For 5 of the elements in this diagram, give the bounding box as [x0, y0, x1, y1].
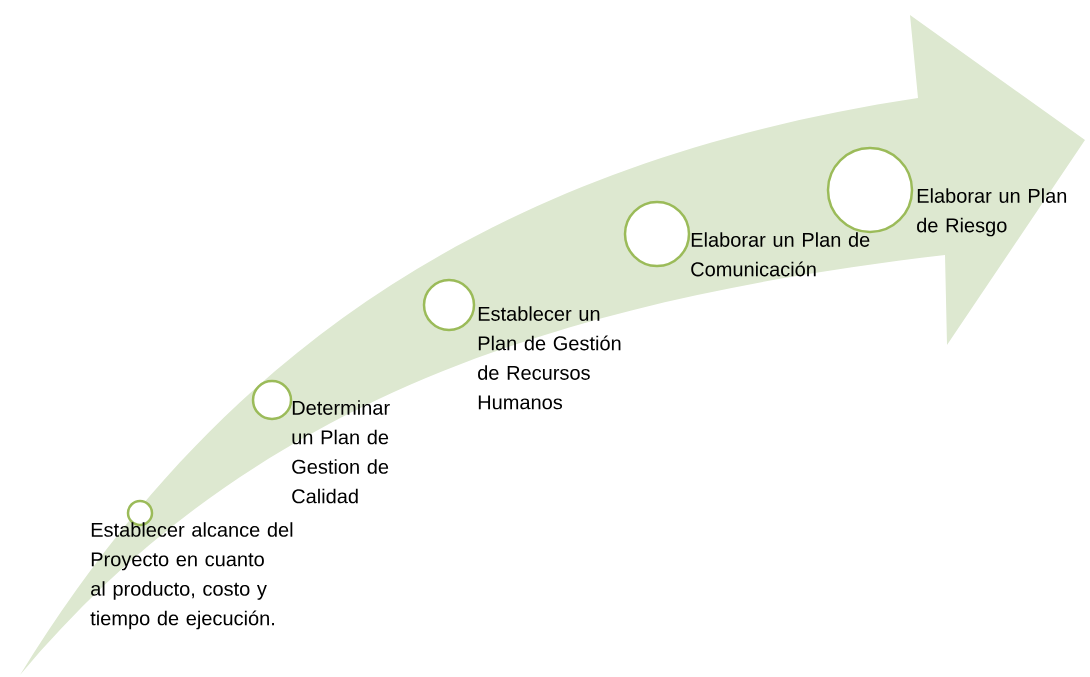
step-label: Establecer un Plan de Gestión de Recursos Humanos	[478, 306, 621, 410]
step-label: Establecer alcance del Proyecto en cuanto al producto, costo y tiempo de ejecución.	[90, 522, 293, 630]
step-label: Determinar un Plan de Gestion de Calidad	[292, 400, 390, 504]
step-label: Elaborar un Plan de Comunicación	[691, 232, 870, 277]
step-label: Elaborar un Plan de Riesgo	[917, 188, 1067, 237]
